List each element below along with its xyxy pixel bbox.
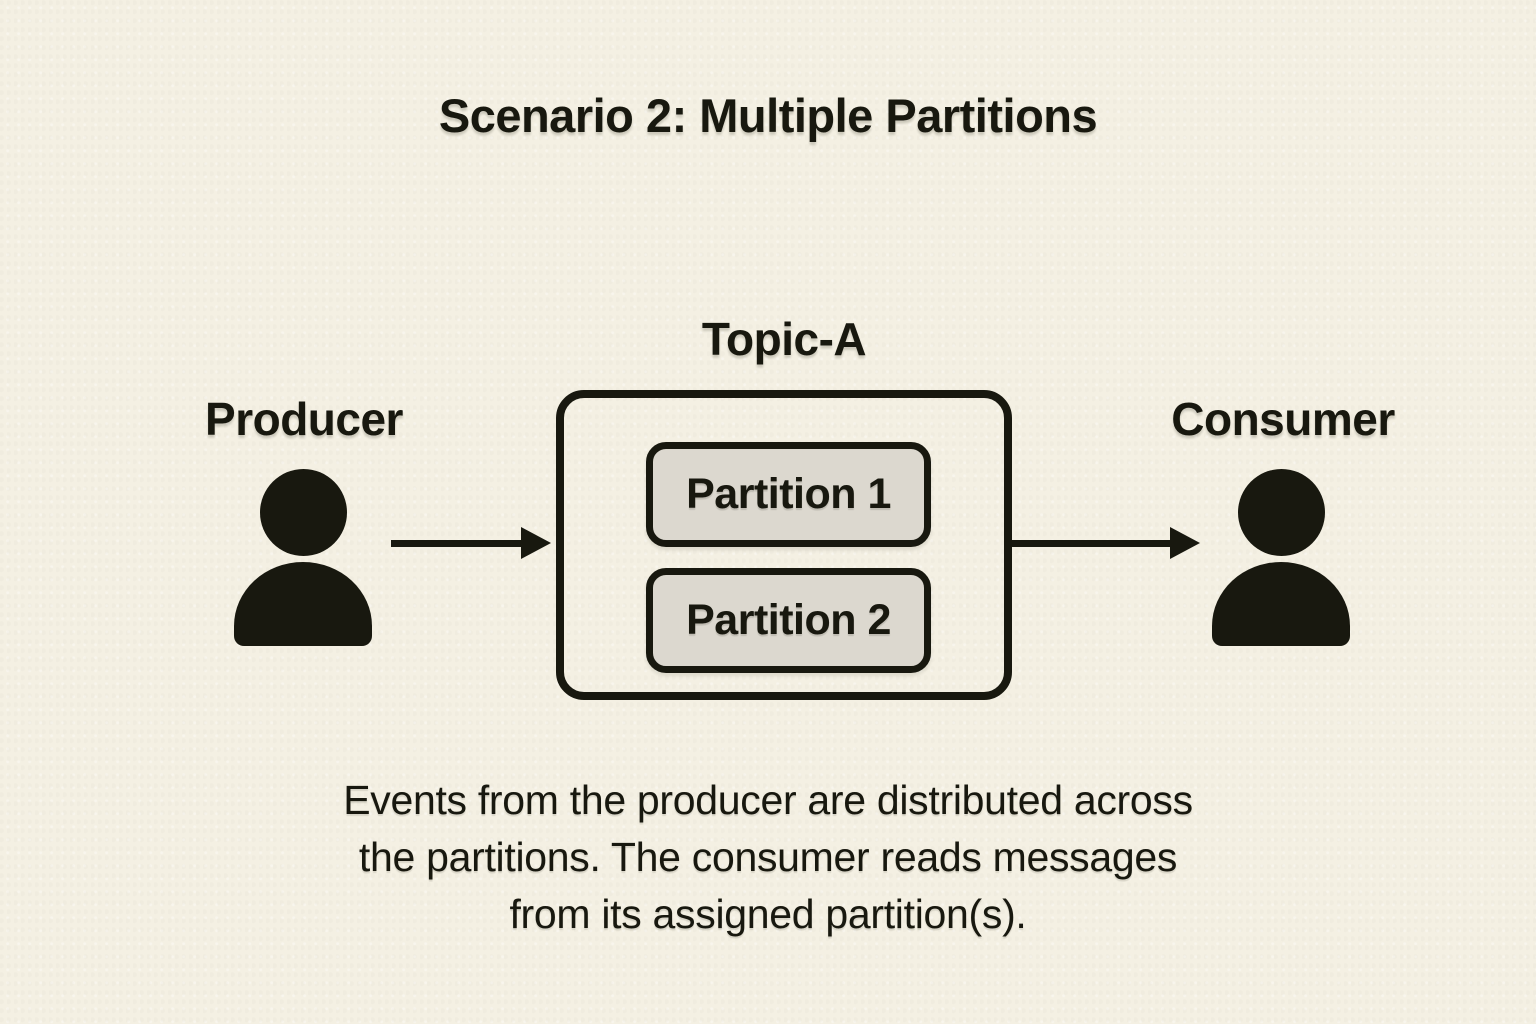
person-torso-shape <box>1212 562 1350 646</box>
arrow-head-icon <box>521 527 551 559</box>
arrow-producer-to-topic <box>391 527 551 559</box>
partition-2-box: Partition 2 <box>646 568 931 673</box>
arrow-head-icon <box>1170 527 1200 559</box>
caption: Events from the producer are distributed… <box>0 772 1536 943</box>
partition-1-box: Partition 1 <box>646 442 931 547</box>
person-head-shape <box>260 469 347 556</box>
arrow-topic-to-consumer <box>1010 527 1200 559</box>
diagram-title: Scenario 2: Multiple Partitions <box>438 89 1098 142</box>
producer-label: Producer <box>205 393 403 445</box>
producer-person-icon <box>233 469 373 649</box>
consumer-person-icon <box>1211 469 1351 649</box>
arrow-shaft <box>1010 539 1173 547</box>
person-torso-shape <box>234 562 372 646</box>
caption-line-3: from its assigned partition(s). <box>509 891 1027 937</box>
partition-2-label: Partition 2 <box>686 596 891 644</box>
person-head-shape <box>1238 469 1325 556</box>
topic-box <box>556 390 1012 700</box>
caption-line-1: Events from the producer are distributed… <box>343 777 1193 823</box>
caption-line-2: the partitions. The consumer reads messa… <box>358 834 1178 880</box>
partition-1-label: Partition 1 <box>686 470 891 518</box>
consumer-label: Consumer <box>1171 393 1395 445</box>
arrow-shaft <box>391 539 524 547</box>
topic-label: Topic-A <box>701 313 867 365</box>
